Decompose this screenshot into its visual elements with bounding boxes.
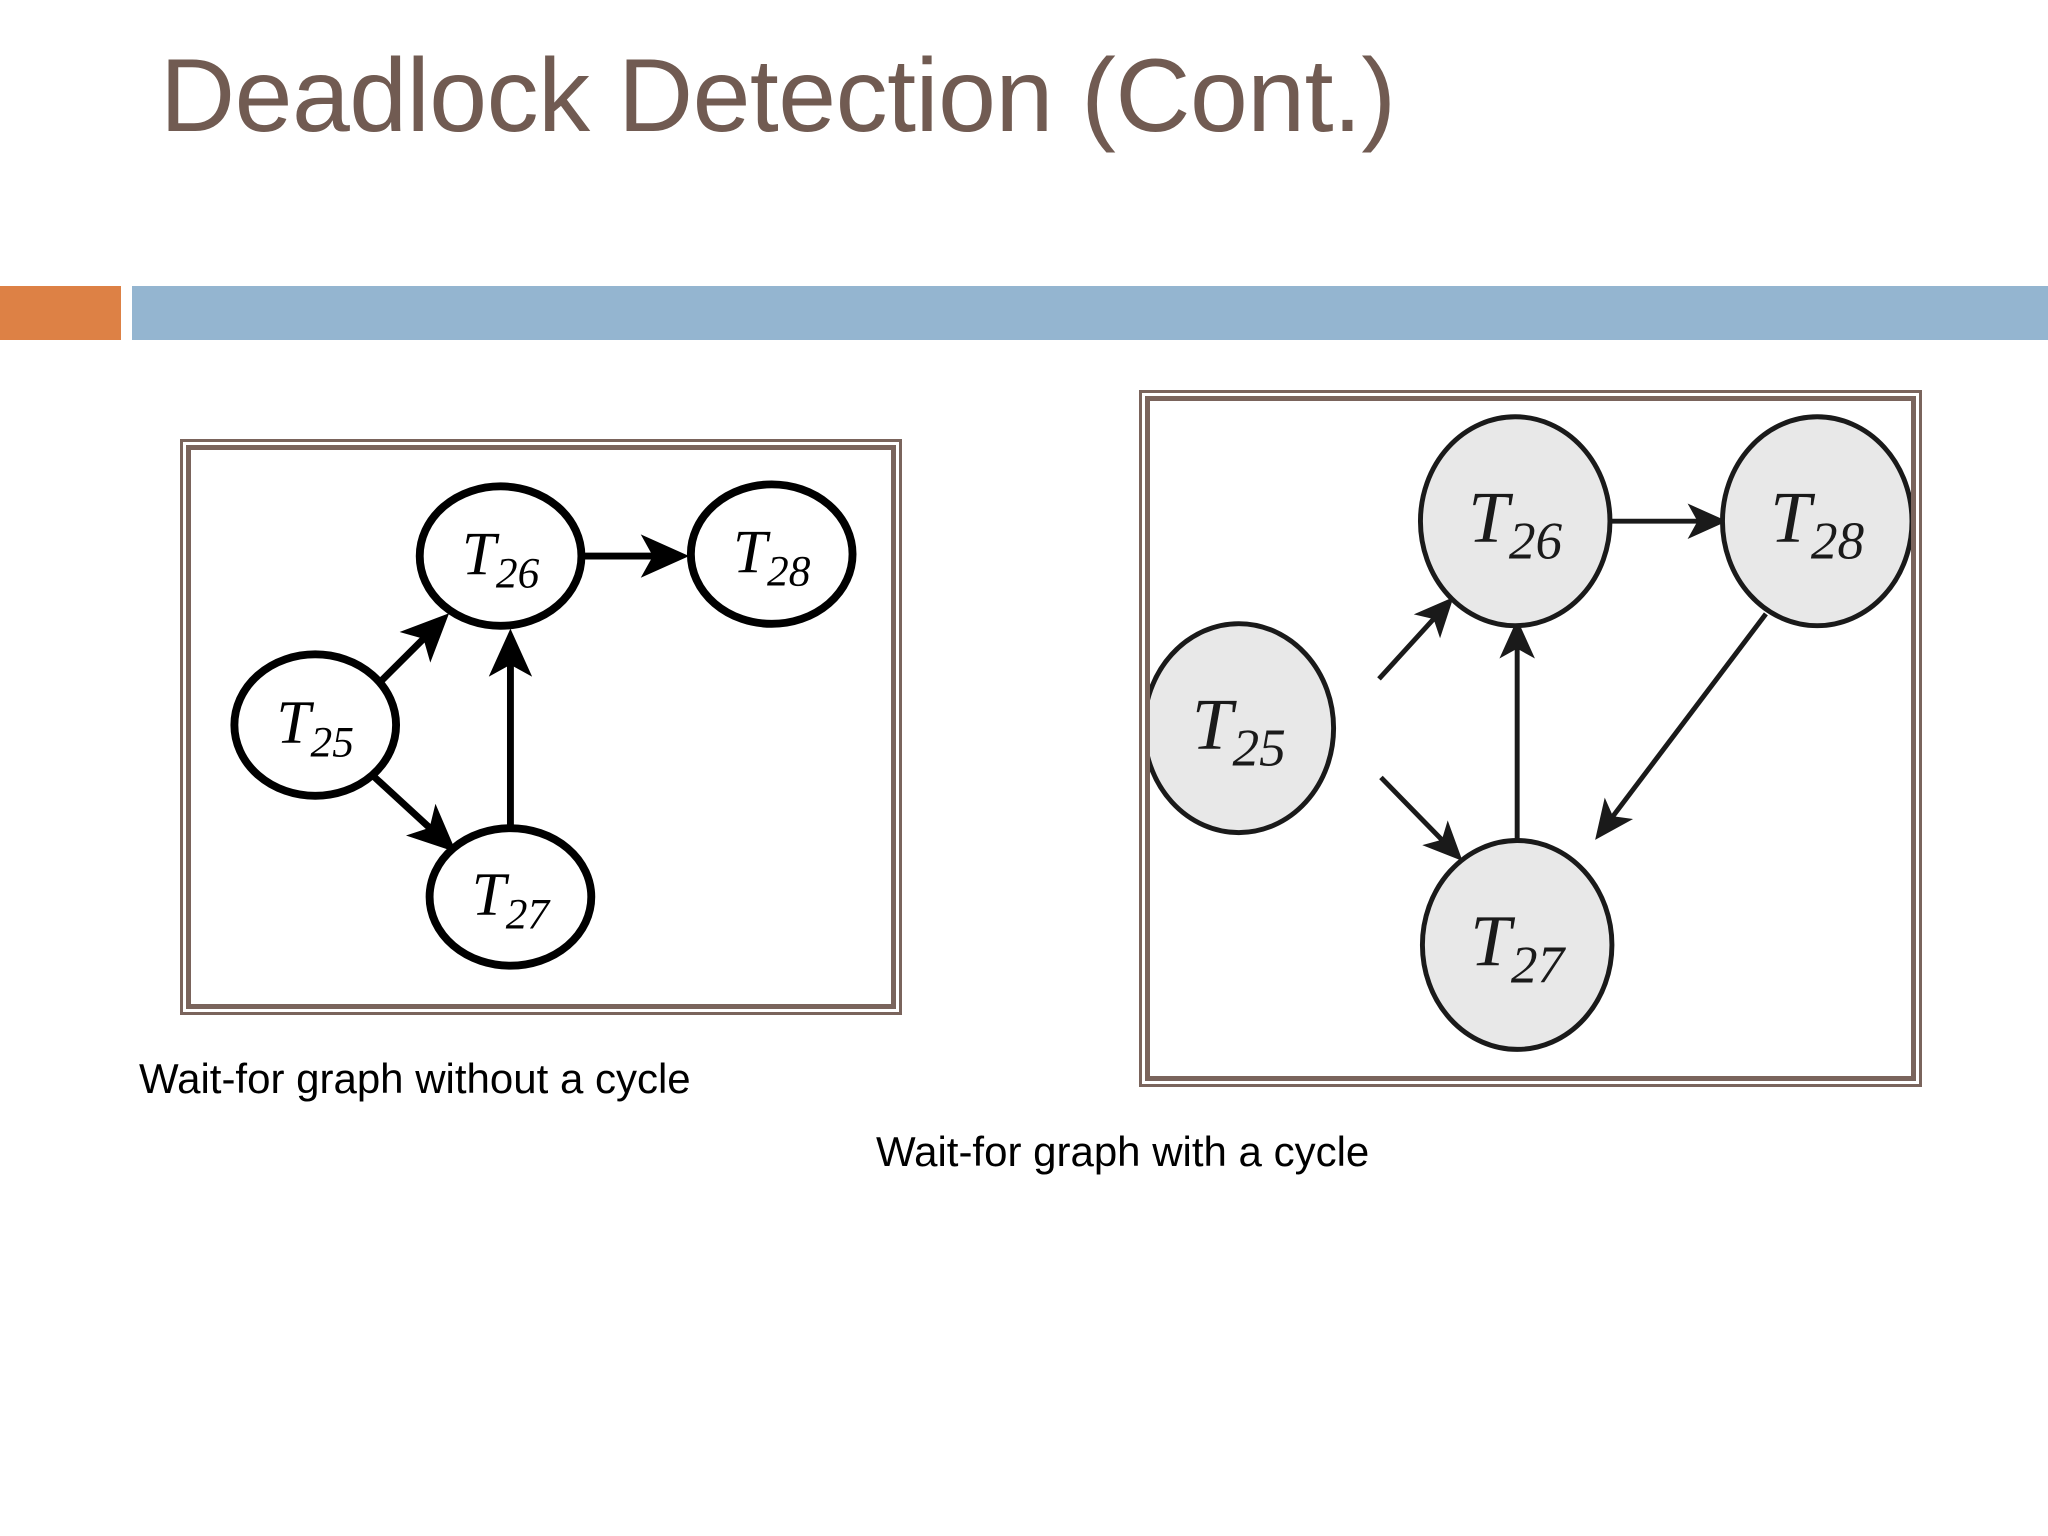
node-T25-circle[interactable] [1150,621,1337,836]
node-T28-label: T28 [1770,477,1864,571]
node-T27[interactable]: T27 [425,824,596,970]
node-T28[interactable]: T28 [1720,414,1911,629]
node-T25[interactable]: T25 [230,650,401,800]
node-T27-label: T27 [472,862,552,939]
edge-T25-T27 [371,773,457,853]
wait-for-graph-without-cycle-svg: T26 T28 T25 T27 [230,480,857,970]
edge-T25-T26 [370,613,450,692]
divider-bar-group [0,286,2048,340]
node-group: T26 T28 T25 T27 [1150,414,1911,1052]
edge-group [1377,503,1768,861]
edge-group [370,534,690,853]
edge-T25-T26 [1377,597,1454,681]
wait-for-graph-with-cycle-svg: T26 T28 T25 T27 [1150,414,1911,1052]
node-T28-circle[interactable] [1720,414,1911,629]
page-title: Deadlock Detection (Cont.) [160,38,1396,154]
divider-accent-bar [0,286,121,340]
node-T25[interactable]: T25 [1150,621,1337,836]
node-T25-circle[interactable] [230,650,401,800]
figure-wait-for-graph-with-cycle: T26 T28 T25 T27 [1139,390,1922,1087]
node-T27[interactable]: T27 [1419,838,1615,1052]
divider-main-bar [132,286,2048,340]
edge-T28-T27 [1595,612,1768,840]
node-T27-circle[interactable] [1419,838,1615,1052]
node-T26[interactable]: T26 [1417,414,1613,629]
node-group: T26 T28 T25 T27 [230,480,857,970]
node-T26-circle[interactable] [415,482,586,630]
node-T27-circle[interactable] [425,824,596,970]
node-T26[interactable]: T26 [415,482,586,630]
caption-wait-for-graph-with-cycle: Wait-for graph with a cycle [876,1128,1370,1175]
edge-T25-T27 [1379,775,1463,861]
figure-wait-for-graph-without-cycle: T26 T28 T25 T27 [180,439,902,1015]
node-T28-circle[interactable] [686,480,857,628]
node-T28[interactable]: T28 [686,480,857,628]
caption-wait-for-graph-without-cycle: Wait-for graph without a cycle [139,1055,691,1102]
node-T26-circle[interactable] [1417,414,1613,629]
